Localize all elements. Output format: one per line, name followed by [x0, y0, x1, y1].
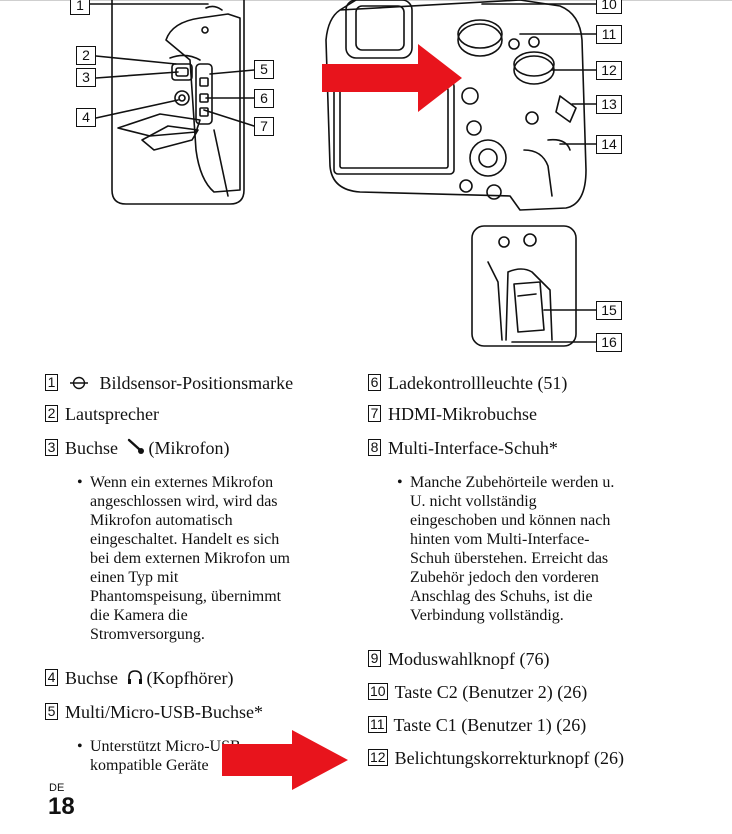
note-interface-shoe: • Manche Zubehörteile werden u. U. nicht…	[397, 473, 670, 625]
callout-2: 2	[76, 46, 96, 65]
callout-15: 15	[596, 301, 622, 320]
list-item: 5 Multi/Micro-USB-Buchse*	[45, 701, 263, 723]
callout-4: 4	[76, 108, 96, 127]
callout-10: 10	[596, 0, 622, 14]
item-number: 3	[45, 439, 58, 456]
callout-6: 6	[254, 89, 274, 108]
item-text: Multi/Micro-USB-Buchse*	[65, 702, 263, 722]
item-text: Multi-Interface-Schuh*	[388, 438, 558, 458]
bullet: •	[77, 738, 83, 755]
list-item: 4 Buchse (Kopfhörer)	[45, 667, 233, 689]
note-line: U. nicht vollständig	[410, 493, 537, 510]
red-arrow-top	[322, 44, 462, 112]
camera-illustrations	[89, 0, 597, 347]
red-arrow-bottom	[222, 730, 348, 790]
callout-1: 1	[70, 0, 90, 15]
item-number: 6	[368, 374, 381, 391]
list-item: 11 Taste C1 (Benutzer 1) (26)	[368, 714, 586, 736]
item-text: HDMI-Mikrobuchse	[388, 404, 537, 424]
note-line: Verbindung vollständig.	[410, 607, 564, 624]
note-line: Anschlag des Schuhs, ist die	[410, 588, 593, 605]
headphone-icon	[127, 670, 142, 684]
note-line: Schuh überstehen. Erreicht das	[410, 550, 609, 567]
item-number: 4	[45, 669, 58, 686]
item-number: 12	[368, 749, 388, 766]
item-text: Taste C2 (Benutzer 2) (26)	[394, 682, 588, 702]
list-item: 6 Ladekontrollleuchte (51)	[368, 372, 567, 394]
microphone-icon	[127, 438, 144, 454]
item-number: 1	[45, 374, 58, 391]
note-line: Mikrofon automatisch	[90, 512, 233, 529]
item-suffix: (Kopfhörer)	[146, 668, 234, 688]
item-text: Bildsensor-Positionsmarke	[99, 373, 294, 393]
callout-13: 13	[596, 95, 622, 114]
bullet: •	[77, 474, 83, 491]
list-item: 2 Lautsprecher	[45, 403, 159, 425]
note-line: Unterstützt Micro-USB-	[90, 738, 246, 755]
callout-11: 11	[596, 25, 622, 44]
note-line: eingeschaltet. Handelt es sich	[90, 531, 280, 548]
callout-14: 14	[596, 135, 622, 154]
note-line: bei dem externen Mikrofon um	[90, 550, 290, 567]
sensor-plane-mark-icon	[69, 376, 88, 390]
callout-7: 7	[254, 117, 274, 136]
list-item: 3 Buchse (Mikrofon)	[45, 437, 229, 459]
note-line: Phantomspeisung, übernimmt	[90, 588, 282, 605]
note-line: die Kamera die	[90, 607, 188, 624]
note-line: kompatible Geräte	[90, 757, 209, 774]
list-item: 7 HDMI-Mikrobuchse	[368, 403, 537, 425]
note-line: Manche Zubehörteile werden u.	[410, 474, 615, 491]
note-line: angeschlossen wird, wird das	[90, 493, 278, 510]
item-number: 2	[45, 405, 58, 422]
note-line: Stromversorgung.	[90, 626, 205, 643]
note-line: einen Typ mit	[90, 569, 179, 586]
language-code: DE	[49, 782, 65, 794]
item-number: 8	[368, 439, 381, 456]
item-text: Belichtungskorrekturknopf (26)	[394, 748, 625, 768]
item-text: Moduswahlknopf (76)	[388, 649, 550, 669]
note-microphone: • Wenn ein externes Mikrofon angeschloss…	[77, 473, 340, 644]
item-text: Buchse	[65, 438, 118, 458]
item-number: 11	[368, 716, 387, 733]
callout-16: 16	[596, 333, 622, 352]
note-line: Zubehör jedoch den vorderen	[410, 569, 599, 586]
note-line: eingeschoben und können nach	[410, 512, 611, 529]
note-usb: • Unterstützt Micro-USB- kompatible Gerä…	[77, 737, 340, 775]
list-item: 10 Taste C2 (Benutzer 2) (26)	[368, 681, 587, 703]
item-suffix: (Mikrofon)	[148, 438, 230, 458]
item-number: 9	[368, 650, 381, 667]
list-item: 12 Belichtungskorrekturknopf (26)	[368, 747, 624, 769]
item-text: Buchse	[65, 668, 118, 688]
list-item: 9 Moduswahlknopf (76)	[368, 648, 549, 670]
item-number: 7	[368, 405, 381, 422]
callout-12: 12	[596, 61, 622, 80]
list-item: 8 Multi-Interface-Schuh*	[368, 437, 558, 459]
callout-3: 3	[76, 68, 96, 87]
item-text: Lautsprecher	[65, 404, 159, 424]
item-number: 5	[45, 703, 58, 720]
list-item: 1 Bildsensor-Positionsmarke	[45, 372, 293, 394]
bullet: •	[397, 474, 403, 491]
note-line: hinten vom Multi-Interface-	[410, 531, 590, 548]
note-line: Wenn ein externes Mikrofon	[90, 474, 274, 491]
item-number: 10	[368, 683, 388, 700]
callout-5: 5	[254, 60, 274, 79]
item-text: Taste C1 (Benutzer 1) (26)	[393, 715, 587, 735]
item-text: Ladekontrollleuchte (51)	[388, 373, 568, 393]
page-number: 18	[48, 793, 75, 820]
